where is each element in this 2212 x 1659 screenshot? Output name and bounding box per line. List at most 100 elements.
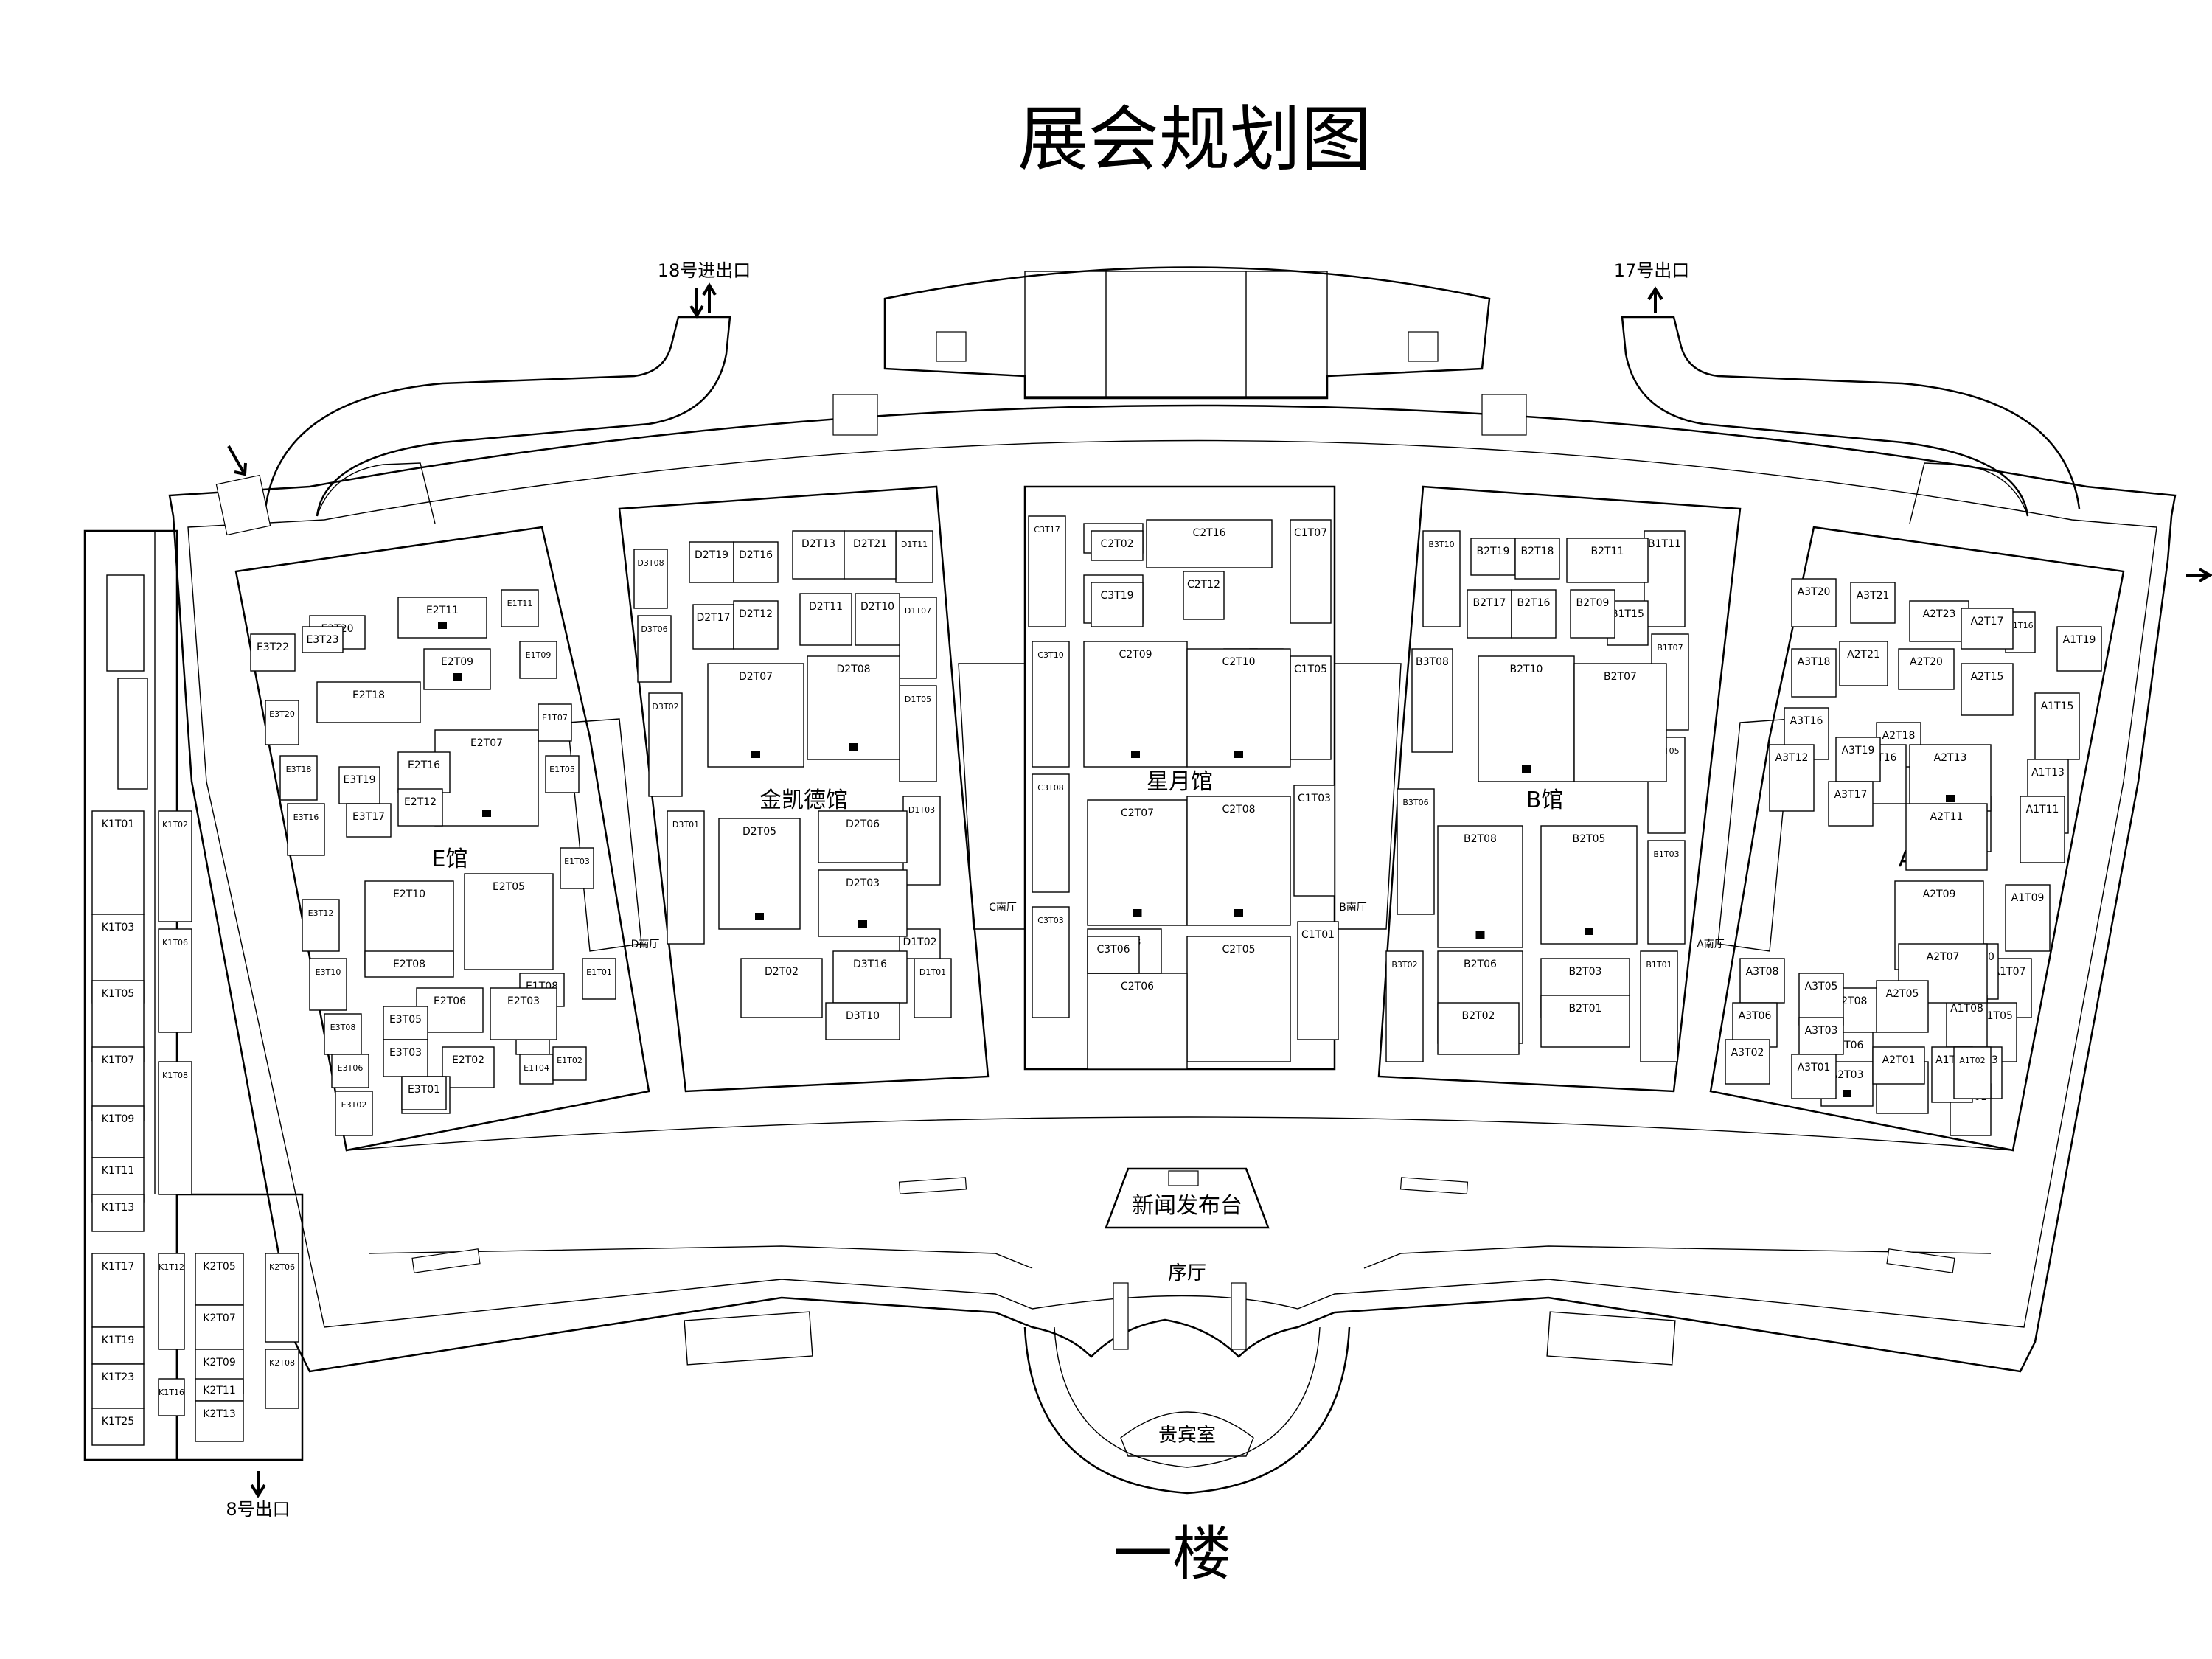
booth-b2t11[interactable] (1566, 538, 1649, 583)
booth-e1t04[interactable] (519, 1054, 554, 1085)
booth-b2t10[interactable] (1478, 655, 1575, 782)
booth-d2t08[interactable] (807, 655, 900, 760)
booth-d2t17[interactable] (692, 604, 734, 650)
booth-k2t13[interactable] (195, 1400, 244, 1442)
booth-d3t08[interactable] (633, 549, 668, 609)
booth-c2t05[interactable] (1186, 936, 1291, 1062)
booth-e2t02[interactable] (442, 1046, 495, 1088)
booth-a1t19[interactable] (2056, 626, 2102, 672)
booth-d2t06[interactable] (818, 810, 908, 863)
booth-b3t08[interactable] (1411, 648, 1453, 753)
booth-e3t19[interactable] (338, 766, 380, 804)
booth-e3t06[interactable] (331, 1054, 369, 1088)
booth-e3t23[interactable] (302, 626, 344, 653)
booth-a1t08[interactable] (1946, 995, 1988, 1048)
booth-k2t06[interactable] (265, 1253, 299, 1343)
booth-c2t02[interactable] (1091, 530, 1144, 561)
booth-k1t08[interactable] (158, 1061, 192, 1195)
booth-c1t03[interactable] (1293, 785, 1335, 897)
booth-c3t03[interactable] (1032, 906, 1070, 1018)
booth-c2t16[interactable] (1146, 519, 1273, 568)
booth-e2t05[interactable] (464, 873, 554, 970)
booth-c3t06[interactable] (1087, 936, 1140, 974)
booth-c1t07[interactable] (1290, 519, 1332, 624)
booth-d3t10[interactable] (825, 1002, 900, 1040)
booth-b3t06[interactable] (1397, 788, 1435, 915)
booth-b2t07[interactable] (1573, 663, 1667, 782)
booth-e2t18[interactable] (316, 681, 421, 723)
booth-c2t10[interactable] (1186, 648, 1291, 768)
booth-e1t02[interactable] (552, 1046, 587, 1081)
booth-d2t12[interactable] (733, 600, 779, 650)
booth-b3t10[interactable] (1422, 530, 1461, 627)
booth-k1t19[interactable] (91, 1326, 145, 1365)
booth-d1t01[interactable] (914, 958, 952, 1018)
booth-b1t01[interactable] (1640, 950, 1678, 1062)
booth-e3t08[interactable] (324, 1013, 362, 1055)
booth-c2t06[interactable] (1087, 973, 1188, 1070)
booth-c3t19[interactable] (1091, 582, 1144, 627)
booth-k1t17[interactable] (91, 1253, 145, 1328)
booth-c3t08[interactable] (1032, 773, 1070, 893)
booth-b2t16[interactable] (1511, 589, 1557, 639)
booth-a3t19[interactable] (1835, 737, 1881, 782)
booth-k2t08[interactable] (265, 1349, 299, 1409)
booth-a3t18[interactable] (1791, 648, 1837, 698)
booth-e1t01[interactable] (582, 958, 616, 1000)
booth-d2t05[interactable] (718, 818, 801, 930)
booth-k1t23[interactable] (91, 1363, 145, 1409)
booth-a1t02[interactable] (1953, 1046, 1992, 1099)
booth-a2t21[interactable] (1839, 641, 1888, 686)
booth-d2t21[interactable] (844, 530, 897, 580)
booth-d2t16[interactable] (733, 541, 779, 583)
booth-a1t09[interactable] (2005, 884, 2051, 952)
booth-a2t17[interactable] (1961, 608, 2014, 650)
booth-a3t21[interactable] (1850, 582, 1896, 624)
booth-k1t02[interactable] (158, 810, 192, 922)
booth-e1t07[interactable] (538, 703, 572, 742)
booth-c2t08[interactable] (1186, 796, 1291, 926)
booth-d1t11[interactable] (895, 530, 933, 583)
booth-e2t03[interactable] (490, 987, 557, 1040)
booth-a2t05[interactable] (1876, 980, 1929, 1033)
booth-e1t03[interactable] (560, 847, 594, 889)
booth-b2t01[interactable] (1540, 995, 1630, 1048)
booth-c1t01[interactable] (1297, 921, 1339, 1040)
booth-e3t16[interactable] (287, 803, 325, 856)
booth-c2t07[interactable] (1087, 799, 1188, 926)
booth-e3t01[interactable] (401, 1076, 447, 1110)
booth-e2t12[interactable] (397, 788, 443, 827)
booth-e1t09[interactable] (519, 641, 557, 679)
booth-a3t17[interactable] (1828, 781, 1874, 827)
booth-e1t05[interactable] (545, 755, 580, 793)
booth-k2t05[interactable] (195, 1253, 244, 1306)
booth-a1t11[interactable] (2020, 796, 2065, 863)
booth-b2t08[interactable] (1437, 825, 1523, 948)
booth-a2t20[interactable] (1898, 648, 1955, 690)
booth-b1t03[interactable] (1647, 840, 1686, 945)
booth-e2t08[interactable] (364, 950, 454, 978)
booth-b2t09[interactable] (1570, 589, 1615, 639)
booth-e2t11[interactable] (397, 597, 487, 639)
booth-d3t01[interactable] (667, 810, 705, 945)
booth-a1t15[interactable] (2034, 692, 2080, 760)
booth-e2t09[interactable] (423, 648, 491, 690)
booth-e3t20[interactable] (265, 700, 299, 745)
booth-e3t22[interactable] (250, 633, 296, 672)
booth-b2t02[interactable] (1437, 1002, 1520, 1055)
booth-k1t13[interactable] (91, 1194, 145, 1232)
booth-d2t07[interactable] (707, 663, 804, 768)
booth-a3t08[interactable] (1739, 958, 1785, 1004)
booth-b3t02[interactable] (1385, 950, 1424, 1062)
booth-d3t06[interactable] (637, 615, 672, 683)
booth-b1t11[interactable] (1644, 530, 1686, 627)
booth-d2t11[interactable] (799, 593, 852, 646)
booth-d2t10[interactable] (855, 593, 900, 646)
booth-k1t01[interactable] (91, 810, 145, 915)
booth-d3t16[interactable] (832, 950, 908, 1004)
booth-c2t12[interactable] (1183, 571, 1225, 620)
booth-k2t07[interactable] (195, 1304, 244, 1350)
booth-a3t12[interactable] (1769, 744, 1815, 812)
booth-d1t03[interactable] (902, 796, 941, 886)
booth-d2t19[interactable] (689, 541, 734, 583)
